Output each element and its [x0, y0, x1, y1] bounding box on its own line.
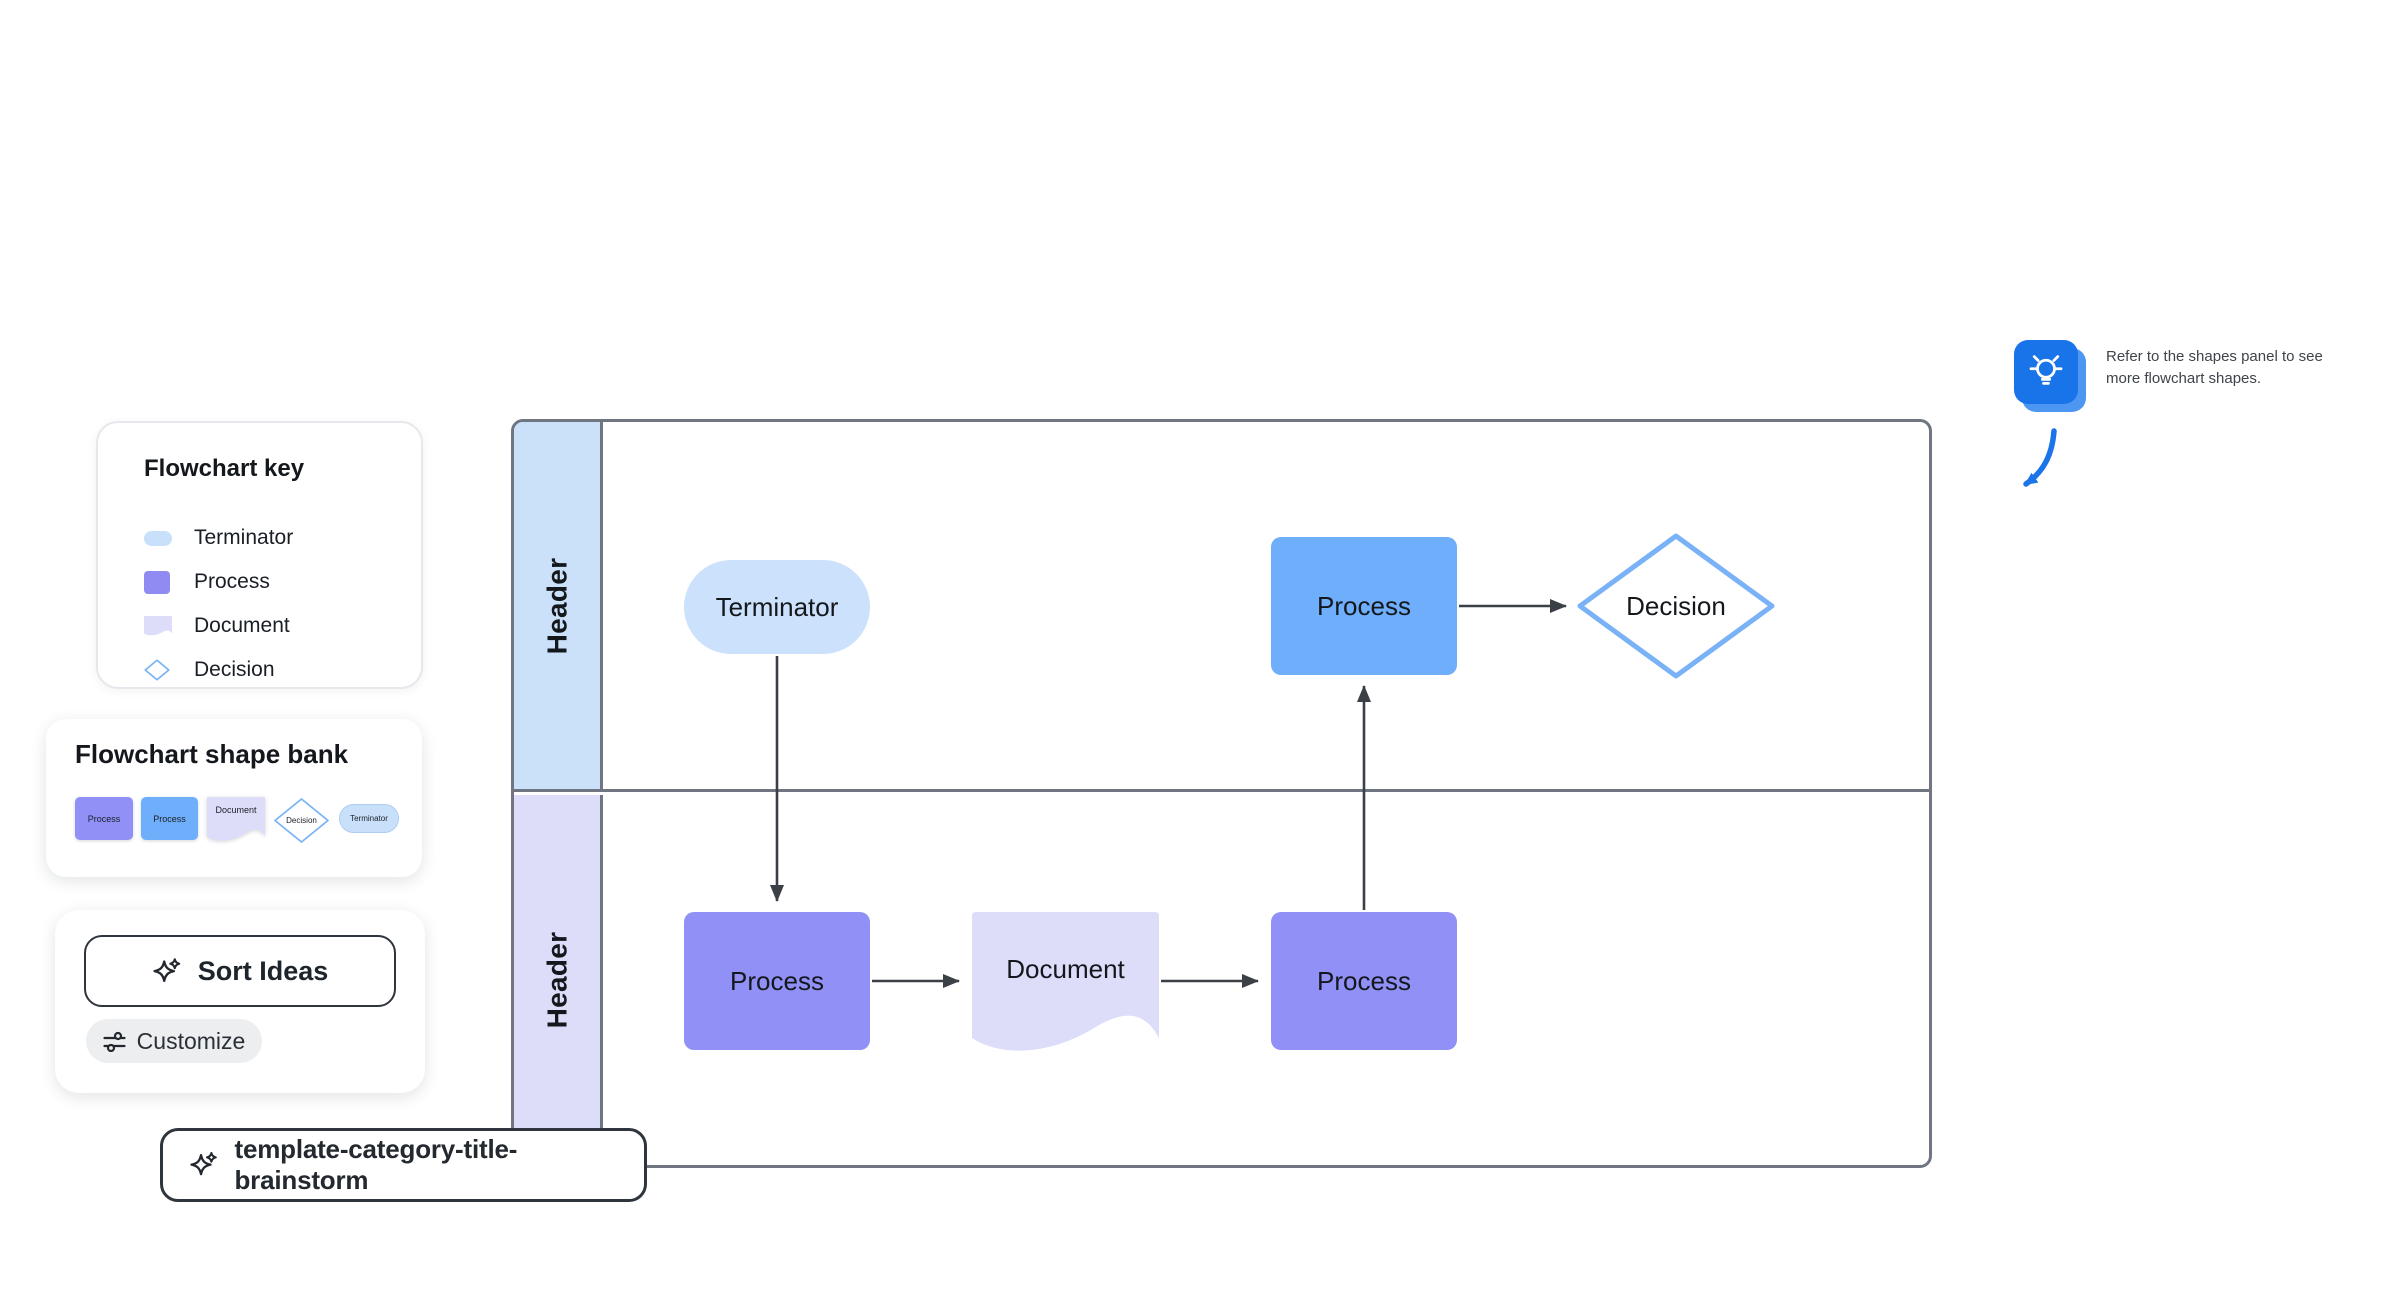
ideas-actions-panel: Sort Ideas Customize — [55, 910, 425, 1093]
key-item-label: Decision — [194, 658, 275, 681]
bulb-glyph — [2029, 355, 2063, 385]
document-shape — [972, 912, 1159, 1051]
node-decision[interactable]: Decision — [1572, 528, 1780, 684]
node-label: Process — [1317, 965, 1411, 996]
key-item-label: Process — [194, 570, 270, 593]
swimlane-row-2-header[interactable]: Header — [514, 795, 603, 1165]
bank-shape-label: Decision — [286, 816, 317, 825]
swimlane-table[interactable]: Header Header — [511, 419, 1932, 1168]
decision-diamond-shape — [1577, 533, 1775, 679]
curved-arrow — [2023, 428, 2057, 487]
bank-shape-process-purple[interactable]: Process — [75, 797, 133, 840]
customize-label: Customize — [136, 1027, 246, 1054]
process-swatch-icon — [144, 570, 170, 594]
key-item-label: Terminator — [194, 526, 294, 549]
bank-shape-terminator[interactable]: Terminator — [339, 804, 399, 833]
lane-header-label: Header — [541, 557, 572, 654]
bank-shape-label: Process — [87, 813, 121, 824]
decision-shape-icon — [274, 798, 329, 843]
lightbulb-icon[interactable] — [2014, 340, 2078, 404]
bank-shape-document[interactable]: Document — [207, 797, 265, 844]
shape-bank-title: Flowchart shape bank — [75, 739, 349, 769]
key-item-label: Document — [194, 614, 290, 637]
bank-shape-process-blue[interactable]: Process — [141, 797, 198, 840]
bank-shape-label: Terminator — [350, 814, 388, 823]
sliders-icon — [103, 1031, 126, 1052]
document-shape-icon — [207, 797, 265, 841]
node-process-top[interactable]: Process — [1271, 537, 1457, 675]
swimlane-row-2: Header — [514, 795, 1929, 1165]
node-label: Document — [1006, 954, 1125, 984]
decision-swatch-icon — [144, 659, 170, 681]
customize-button[interactable]: Customize — [86, 1019, 262, 1063]
flowchart-key-panel: Flowchart key Terminator Process Documen… — [96, 421, 423, 689]
tip-text: Refer to the shapes panel to see more fl… — [2106, 348, 2323, 387]
node-terminator[interactable]: Terminator — [684, 560, 870, 654]
sparkle-icon — [190, 1151, 217, 1176]
key-item-decision: Decision — [144, 655, 275, 685]
bank-shape-label: Document — [215, 805, 257, 815]
sort-ideas-button[interactable]: Sort Ideas — [84, 935, 396, 1007]
template-title-label: template-category-title-brainstorm — [234, 1134, 518, 1195]
swimlane-row-1: Header — [514, 422, 1929, 792]
flowchart-key-title: Flowchart key — [144, 455, 305, 482]
node-document[interactable]: Document — [972, 912, 1159, 1062]
bank-shape-label: Process — [153, 813, 186, 824]
flowchart-shape-bank-panel: Flowchart shape bank Process Process Doc… — [46, 719, 422, 877]
node-label: Process — [730, 965, 824, 996]
key-item-terminator: Terminator — [144, 523, 293, 553]
sort-ideas-label: Sort Ideas — [197, 955, 329, 986]
key-item-process: Process — [144, 567, 270, 597]
swimlane-row-1-header[interactable]: Header — [514, 422, 603, 789]
node-process-right[interactable]: Process — [1271, 912, 1457, 1050]
node-label: Process — [1317, 590, 1411, 621]
template-title-pill[interactable]: template-category-title-brainstorm — [160, 1128, 647, 1202]
node-label: Terminator — [715, 591, 839, 622]
node-label: Decision — [1626, 591, 1726, 621]
lane-header-label: Header — [541, 931, 572, 1029]
bank-shape-decision[interactable]: Decision — [273, 797, 330, 844]
sparkle-icon — [153, 957, 180, 982]
document-swatch-icon — [144, 615, 172, 635]
node-process-left[interactable]: Process — [684, 912, 870, 1050]
terminator-swatch-icon — [144, 530, 172, 546]
key-item-document: Document — [144, 611, 290, 641]
